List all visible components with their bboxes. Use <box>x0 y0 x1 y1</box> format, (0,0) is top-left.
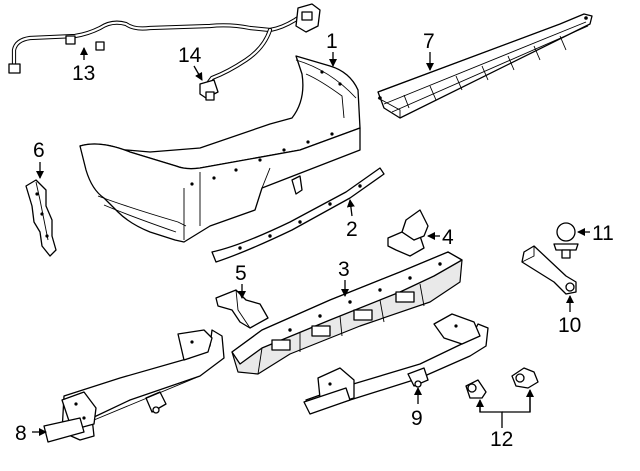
impact-absorber <box>231 251 463 375</box>
bracket-4 <box>387 209 429 257</box>
callout-12: 12 <box>490 428 513 451</box>
bumper-cover <box>79 55 361 243</box>
step-pad <box>377 13 593 119</box>
callout-4: 4 <box>442 226 454 249</box>
callout-3: 3 <box>338 258 350 281</box>
wiring-harness <box>8 3 321 101</box>
callout-13: 13 <box>72 62 95 85</box>
side-bracket <box>25 179 57 257</box>
callout-6: 6 <box>33 139 45 162</box>
callout-10: 10 <box>558 314 581 337</box>
callout-1: 1 <box>326 30 338 53</box>
callout-labels: 1 2 3 4 5 6 7 8 9 10 11 12 13 14 <box>15 30 614 451</box>
trim-strip <box>211 167 385 263</box>
trailer-hitch-right <box>303 313 489 415</box>
callout-9: 9 <box>411 407 423 430</box>
callout-11: 11 <box>592 222 614 245</box>
ball-mount <box>521 222 579 295</box>
callout-7: 7 <box>423 30 435 53</box>
callout-5: 5 <box>235 262 247 285</box>
leader-lines <box>32 47 590 436</box>
trailer-hitch-left <box>43 329 225 443</box>
callout-14: 14 <box>178 44 202 67</box>
parking-sensors <box>465 367 539 399</box>
callout-2: 2 <box>346 218 358 241</box>
callout-8: 8 <box>15 422 27 445</box>
